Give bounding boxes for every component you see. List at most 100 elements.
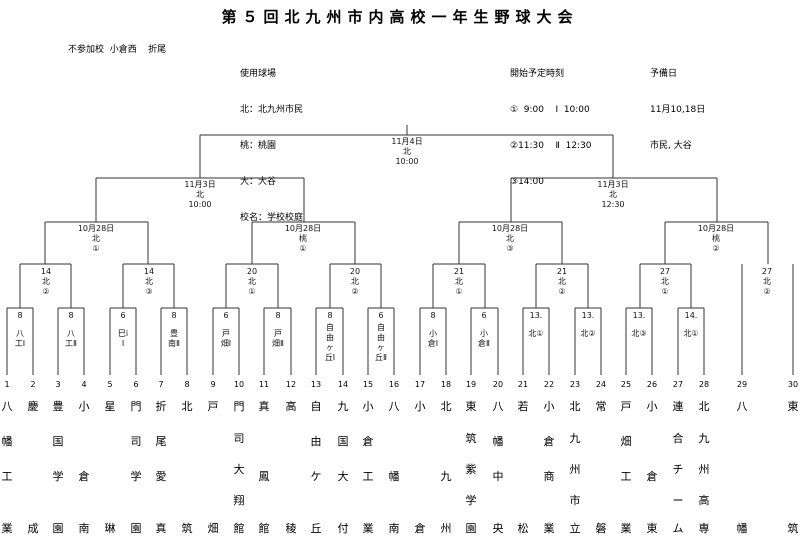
- team-name-char: 北: [181, 400, 193, 413]
- semi-venue: 北: [196, 190, 204, 199]
- seed-number: 22: [543, 380, 555, 389]
- round2-date: 27: [659, 267, 671, 276]
- round1-match-info: 8 八工Ⅰ: [14, 311, 26, 349]
- round2-slot: ③: [145, 287, 153, 296]
- seed-number: 2: [30, 380, 36, 389]
- seed-number: 9: [210, 380, 216, 389]
- round2-match-info: 14 北 ②: [31, 267, 61, 297]
- reserve-heading: 予備日: [650, 69, 678, 79]
- seed-number: 16: [388, 380, 400, 389]
- round1-code: 巳ⅰⅠ: [117, 329, 129, 348]
- team-name-char: 館: [258, 522, 270, 535]
- absent-schools: 不参加校 小倉西 折尾: [68, 45, 167, 55]
- team-name-char: 小: [78, 400, 90, 413]
- team-name-char: 折: [155, 400, 167, 413]
- team-name-char: 八: [388, 400, 400, 413]
- semi-venue: 北: [609, 190, 617, 199]
- round1-code: 自由ヶ丘Ⅰ: [324, 323, 336, 362]
- final-date: 11月4日: [391, 137, 423, 146]
- venues-heading: 使用球場: [240, 69, 277, 79]
- team-name-char: 豊: [52, 400, 64, 413]
- team-name-char: 幡: [492, 435, 504, 448]
- venue-line: 大：大谷: [240, 177, 277, 187]
- team-name-char: 国: [52, 435, 64, 448]
- team-name-char: 成: [27, 522, 39, 535]
- team-name-char: 付: [337, 522, 349, 535]
- round2-venue: 北: [42, 277, 50, 286]
- seed-number: 25: [620, 380, 632, 389]
- team-name-char: 業: [543, 522, 555, 535]
- team-name-char: 学: [52, 470, 64, 483]
- team-name-char: 小: [646, 400, 658, 413]
- team-name-char: 北: [698, 400, 710, 413]
- round2-date: 20: [246, 267, 258, 276]
- round1-code: 北②: [580, 329, 596, 338]
- round1-date: 13.: [581, 311, 595, 320]
- team-name-char: 幡: [1, 435, 13, 448]
- team-name-char: 高: [698, 494, 710, 507]
- round1-date: 13.: [529, 311, 543, 320]
- round2-date: 14: [40, 267, 52, 276]
- team-name-char: 商: [543, 470, 555, 483]
- final-time: 10:00: [395, 157, 419, 166]
- team-name-char: ケ: [310, 470, 322, 483]
- seed-number: 15: [362, 380, 374, 389]
- team-name-char: 筑: [465, 432, 477, 445]
- team-name-char: 園: [465, 522, 477, 535]
- round2-match-info: 14 北 ③: [134, 267, 164, 297]
- quarter-slot: ①: [92, 244, 100, 253]
- seed-number: 19: [465, 380, 477, 389]
- team-name-char: 工: [1, 470, 13, 483]
- team-name-char: チ: [672, 463, 684, 476]
- team-name-char: 国: [337, 435, 349, 448]
- quarter-date: 10月28日: [697, 224, 735, 233]
- team-name-char: 尾: [155, 435, 167, 448]
- team-name-char: 南: [78, 522, 90, 535]
- team-name-char: 南: [388, 522, 400, 535]
- team-name-char: 九: [698, 432, 710, 445]
- team-name-char: 市: [569, 494, 581, 507]
- page-title: 第５回北九州市内高校一年生野球大会: [221, 8, 579, 26]
- team-name-char: 自: [310, 400, 322, 413]
- round1-code: 八工Ⅰ: [14, 329, 26, 348]
- round1-code: 小倉Ⅰ: [427, 329, 439, 348]
- round2-match-info: 21 北 ①: [444, 267, 474, 297]
- round1-match-info: 6 巳ⅰⅠ: [117, 311, 129, 349]
- round1-date: 8: [68, 311, 74, 320]
- venues-block: 使用球場 北：北九州市民 桃：桃園 大：大谷 校名：学校校庭: [240, 44, 303, 236]
- round2-match-info: 21 北 ②: [547, 267, 577, 297]
- team-name-char: 小: [362, 400, 374, 413]
- seed-number: 11: [258, 380, 270, 389]
- round1-match-info: 6 戸畑Ⅰ: [220, 311, 232, 349]
- team-name-char: 筑: [181, 522, 193, 535]
- round1-match-info: 8 豊南Ⅱ: [168, 311, 180, 349]
- quarter-slot: ①: [299, 244, 307, 253]
- round1-date: 8: [17, 311, 23, 320]
- round1-code: 北①: [528, 329, 544, 338]
- round1-match-info: 6 小倉Ⅱ: [478, 311, 490, 349]
- team-name-char: 琳: [104, 522, 116, 535]
- seed-number: 8: [184, 380, 190, 389]
- round1-date: 14.: [684, 311, 698, 320]
- team-name-char: 畑: [207, 522, 219, 535]
- round2-venue: 北: [145, 277, 153, 286]
- round1-date: 8: [430, 311, 436, 320]
- team-name-char: 学: [465, 494, 477, 507]
- seed-number: 12: [285, 380, 297, 389]
- round1-match-info: 14. 北①: [683, 311, 699, 339]
- start-time-line: ① 9:00 Ⅰ 10:00: [510, 105, 590, 115]
- team-name-char: 翔: [233, 494, 245, 507]
- team-name-char: 常: [595, 400, 607, 413]
- reserve-line: 11月10,18日: [650, 105, 706, 115]
- start-times-heading: 開始予定時刻: [510, 69, 565, 79]
- quarter-date: 10月28日: [77, 224, 115, 233]
- team-name-char: 学: [130, 470, 142, 483]
- seed-number: 26: [646, 380, 658, 389]
- team-name-char: 合: [672, 432, 684, 445]
- semi-match-info: 11月3日 北 12:30: [583, 180, 643, 210]
- reserve-block: 予備日 11月10,18日 市民, 大谷: [650, 44, 705, 164]
- seed-number: 21: [517, 380, 529, 389]
- round1-date: 6: [223, 311, 229, 320]
- seed-number: 30: [787, 380, 799, 389]
